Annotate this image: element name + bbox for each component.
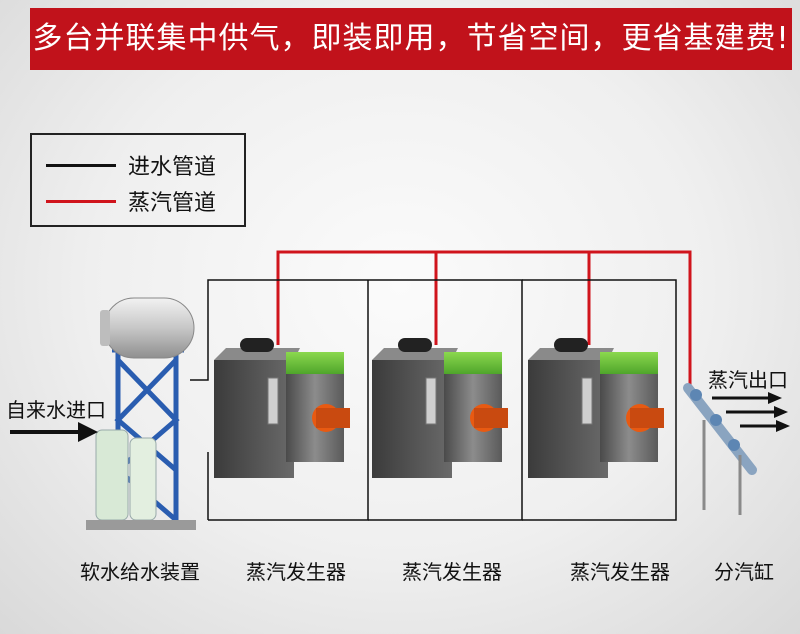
steam-header-label: 分汽缸 [714,560,774,584]
legend-item-water: 进水管道 [46,149,216,181]
water-pipes [190,279,677,521]
water-inlet-arrow [10,422,98,442]
steam-outlet-arrows [712,392,790,432]
legend-label: 进水管道 [128,155,217,180]
water-inlet-label: 自来水进口 [6,398,106,422]
steam-generator-3 [528,338,664,478]
steam-generator-1 [214,338,350,478]
softener-label: 软水给水装置 [80,560,200,584]
water-softener-unit [86,297,196,530]
legend: 进水管道 蒸汽管道 [30,133,246,227]
generator-label: 蒸汽发生器 [570,560,670,584]
steam-outlet-label: 蒸汽出口 [708,368,788,392]
steam-pipes [276,250,692,388]
steam-generator-2 [372,338,508,478]
steam-pipe-swatch [46,199,116,203]
banner-title: 多台并联集中供气，即装即用，节省空间，更省基建费! [30,8,792,70]
legend-label: 蒸汽管道 [128,191,217,216]
water-pipe-swatch [46,163,116,167]
generator-label: 蒸汽发生器 [402,560,502,584]
steam-header [683,383,757,515]
legend-item-steam: 蒸汽管道 [46,185,216,217]
generator-label: 蒸汽发生器 [246,560,346,584]
